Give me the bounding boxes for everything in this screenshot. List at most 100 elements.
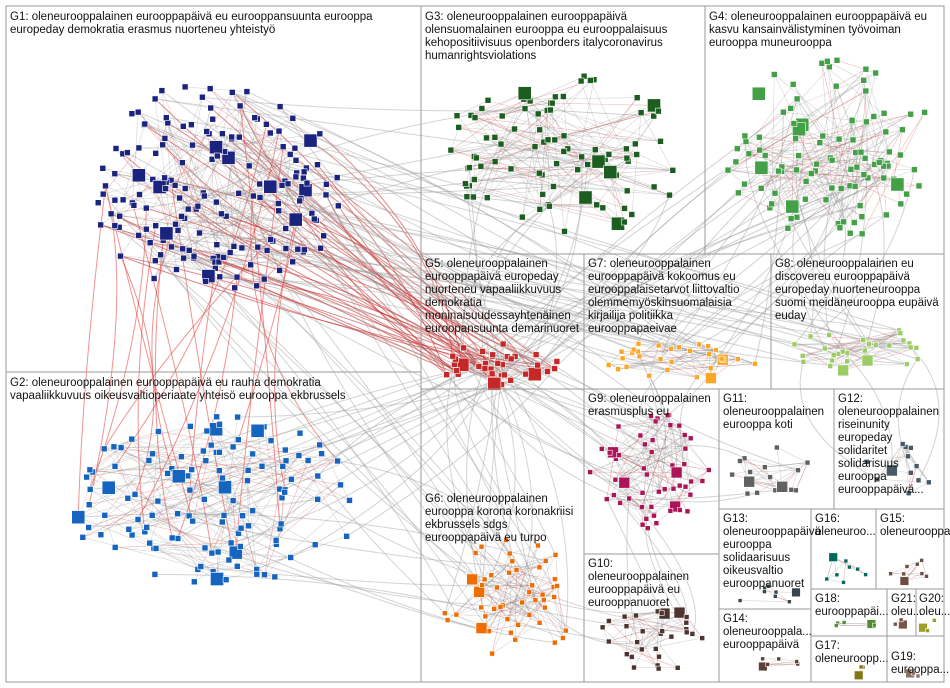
node[interactable] [250, 192, 257, 200]
node[interactable] [897, 330, 904, 337]
node[interactable] [771, 189, 779, 197]
node[interactable] [203, 128, 210, 135]
node[interactable] [682, 483, 689, 490]
node[interactable] [214, 152, 221, 160]
node[interactable] [642, 441, 648, 448]
node[interactable] [102, 182, 109, 190]
node[interactable] [85, 524, 92, 531]
node[interactable] [862, 87, 870, 95]
node[interactable] [243, 88, 251, 95]
node[interactable] [551, 639, 558, 646]
node[interactable] [143, 204, 150, 212]
node[interactable] [219, 474, 226, 482]
node[interactable] [892, 621, 898, 627]
node[interactable] [263, 179, 278, 194]
node[interactable] [145, 457, 153, 464]
node[interactable] [507, 165, 515, 173]
node[interactable] [861, 354, 874, 367]
node[interactable] [787, 215, 795, 222]
node[interactable] [623, 145, 630, 153]
node[interactable] [775, 167, 782, 175]
node[interactable] [741, 180, 748, 188]
node[interactable] [655, 107, 662, 115]
node[interactable] [791, 341, 798, 348]
node[interactable] [816, 139, 824, 146]
node[interactable] [124, 494, 132, 502]
node[interactable] [925, 628, 930, 633]
node[interactable] [795, 467, 801, 474]
node[interactable] [208, 156, 216, 163]
node[interactable] [773, 589, 779, 595]
node[interactable] [587, 469, 593, 475]
node[interactable] [146, 539, 153, 547]
node[interactable] [693, 374, 700, 381]
node[interactable] [295, 452, 303, 459]
node[interactable] [235, 436, 242, 444]
node[interactable] [535, 169, 543, 177]
node[interactable] [462, 180, 469, 187]
node[interactable] [100, 445, 108, 453]
node[interactable] [836, 224, 844, 232]
node[interactable] [128, 531, 136, 539]
node[interactable] [278, 494, 286, 502]
node[interactable] [207, 104, 214, 112]
node[interactable] [668, 358, 675, 365]
node[interactable] [618, 348, 625, 355]
node[interactable] [111, 196, 119, 204]
node[interactable] [673, 606, 686, 619]
node[interactable] [578, 153, 586, 161]
node[interactable] [282, 457, 290, 465]
node[interactable] [615, 366, 621, 373]
node[interactable] [744, 490, 751, 497]
node[interactable] [253, 282, 260, 290]
node[interactable] [903, 190, 911, 198]
node[interactable] [621, 613, 628, 620]
node[interactable] [447, 146, 455, 154]
node[interactable] [776, 480, 789, 493]
node[interactable] [97, 531, 105, 539]
node[interactable] [148, 511, 156, 519]
node[interactable] [136, 191, 143, 198]
node[interactable] [200, 447, 207, 455]
node[interactable] [519, 599, 526, 606]
node[interactable] [802, 195, 809, 203]
node[interactable] [872, 622, 877, 628]
node[interactable] [271, 573, 279, 581]
node[interactable] [245, 162, 253, 170]
node[interactable] [483, 134, 490, 142]
node[interactable] [623, 187, 631, 195]
node[interactable] [874, 476, 881, 483]
node[interactable] [532, 597, 539, 603]
node[interactable] [258, 462, 266, 470]
node[interactable] [497, 603, 504, 610]
node[interactable] [266, 129, 274, 137]
node[interactable] [650, 183, 658, 191]
node[interactable] [682, 445, 689, 452]
node[interactable] [322, 191, 330, 199]
node[interactable] [498, 112, 506, 120]
node[interactable] [919, 571, 925, 576]
node[interactable] [770, 71, 778, 78]
node[interactable] [861, 155, 869, 162]
node[interactable] [901, 571, 907, 577]
node[interactable] [143, 523, 150, 531]
node[interactable] [634, 639, 641, 645]
node[interactable] [921, 109, 928, 116]
node[interactable] [631, 664, 637, 671]
node[interactable] [475, 363, 483, 370]
node[interactable] [281, 488, 289, 496]
node[interactable] [216, 467, 223, 474]
node[interactable] [774, 444, 780, 451]
node[interactable] [174, 510, 181, 518]
node[interactable] [880, 174, 888, 182]
node[interactable] [506, 569, 512, 576]
node[interactable] [875, 159, 883, 166]
node[interactable] [768, 200, 776, 208]
node[interactable] [621, 205, 628, 212]
node[interactable] [202, 278, 209, 285]
node[interactable] [201, 544, 209, 552]
node[interactable] [841, 620, 847, 625]
node[interactable] [254, 243, 262, 251]
node[interactable] [316, 130, 324, 138]
node[interactable] [833, 56, 841, 64]
